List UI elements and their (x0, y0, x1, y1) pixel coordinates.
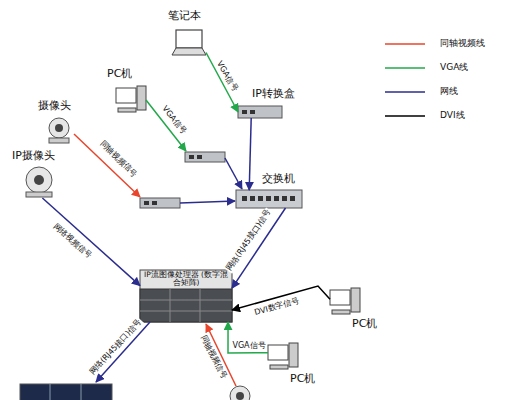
legend-text: DVI线 (440, 111, 465, 121)
signal-label: VGA信号 (231, 342, 266, 351)
pc-icon (330, 288, 360, 314)
device-label: PC机 (107, 68, 132, 80)
signal-connector (249, 118, 251, 190)
signal-connector (42, 198, 140, 286)
converter-box (185, 152, 225, 162)
device-label: 摄像头 (38, 100, 71, 112)
video-wall (20, 384, 112, 400)
device-label: IP流图像处理器 (数字混合矩阵) (140, 270, 232, 289)
device-label: 笔记本 (168, 10, 201, 22)
converter-box (238, 106, 282, 118)
signal-label: VGA信号 (160, 103, 189, 136)
signal-label: DVI数字信号 (253, 296, 301, 317)
device-label: IP转换盒 (252, 88, 295, 100)
signal-connector (228, 322, 268, 353)
pc-icon (116, 86, 146, 112)
signal-label: 同轴视频信号 (97, 138, 139, 179)
device-label: 交换机 (262, 173, 295, 185)
processor-device (140, 270, 232, 322)
device-node: PC机 (330, 288, 360, 316)
device-node: IP转换盒 (238, 106, 282, 118)
device-label: IP摄像头 (12, 150, 55, 162)
converter-box (140, 198, 180, 208)
legend-samples (385, 44, 425, 116)
camera-icon (49, 118, 69, 143)
device-label: PC机 (352, 318, 377, 330)
signal-label: 网络视频信号 (50, 221, 93, 261)
ip-camera-icon (26, 167, 52, 197)
device-node: 笔记本 (172, 30, 206, 55)
device-node: PC机 (268, 343, 298, 371)
device-node: 交换机 (236, 190, 302, 208)
device-node: PC机 (116, 86, 146, 114)
device-node: IP摄像头 (22, 168, 56, 198)
legend-text: 同轴视频线 (440, 39, 485, 49)
device-node: 摄像头 (44, 118, 74, 144)
pc-icon (268, 343, 298, 369)
signal-label: 网络(RJ45接口)信号 (88, 317, 145, 378)
processor-box: IP流图像处理器 (数字混合矩阵) (140, 270, 232, 322)
legend-text: 网线 (440, 87, 458, 97)
camera-icon (230, 386, 250, 400)
switch-icon (236, 190, 302, 208)
device-label: PC机 (290, 373, 315, 385)
signal-wires (74, 100, 242, 386)
laptop-icon (172, 30, 206, 55)
legend-text: VGA线 (440, 63, 468, 73)
